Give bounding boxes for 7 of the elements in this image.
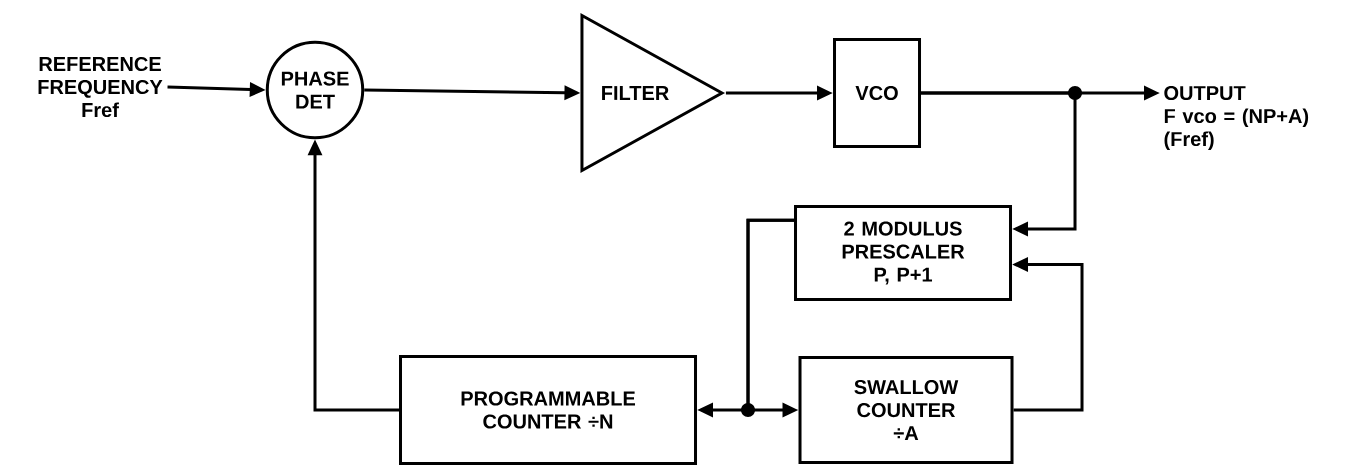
prescaler-box: 2 MODULUS PRESCALER P, P+1 — [794, 205, 1012, 301]
counter-box: PROGRAMMABLE COUNTER ÷N — [399, 355, 697, 465]
vco-box: VCO — [833, 38, 921, 148]
arrow — [921, 91, 1077, 237]
input-label: REFERENCE FREQUENCY Fref — [38, 56, 163, 118]
counter-box: SWALLOW COUNTER ÷A — [798, 356, 1014, 464]
output-label: OUTPUT F vco = (NP+A) (Fref) — [1164, 85, 1309, 151]
